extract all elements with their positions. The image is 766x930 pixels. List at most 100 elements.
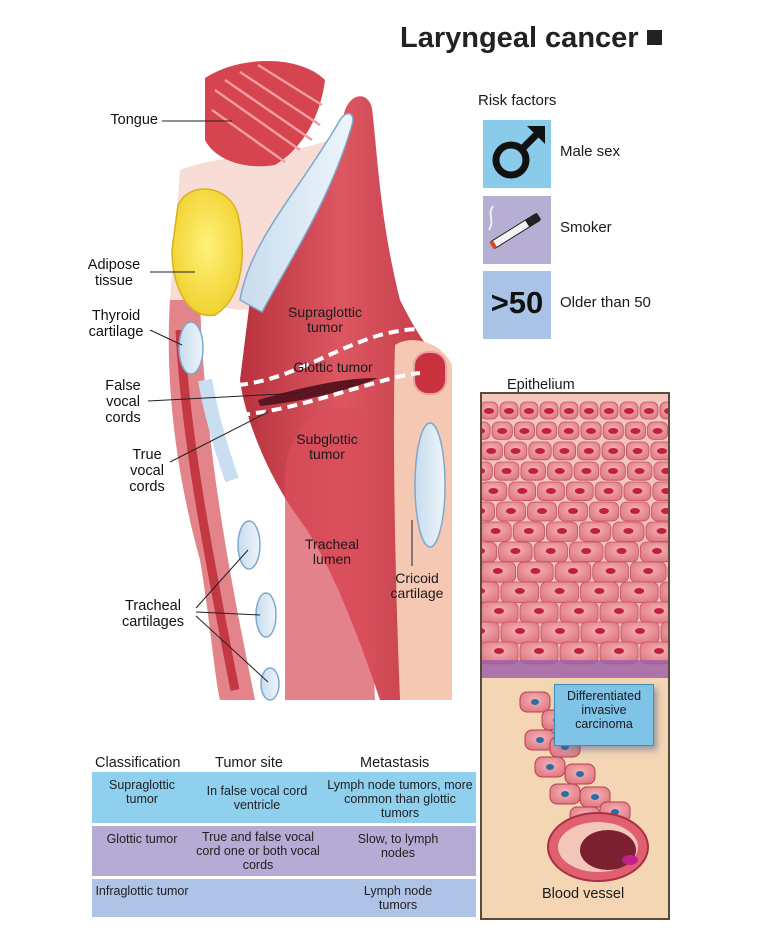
- label-true-vocal-cords: True vocal cords: [129, 447, 165, 495]
- label-tracheal-cartilages: Tracheal cartilages: [121, 598, 185, 630]
- cell-nucleus: [568, 508, 578, 514]
- cell-nucleus: [614, 608, 624, 614]
- cell-nucleus: [654, 608, 664, 614]
- cell-nucleus: [488, 488, 499, 494]
- cell-nucleus: [486, 448, 497, 454]
- label-adipose-tissue: Adipose tissue: [87, 257, 141, 289]
- cell-nucleus: [561, 791, 569, 797]
- cricoid-cartilage: [414, 422, 446, 548]
- cell-nucleus: [536, 737, 544, 743]
- risk-factors-title: Risk factors: [478, 92, 557, 109]
- cell-nucleus: [514, 588, 525, 594]
- page-title: Laryngeal cancer: [400, 22, 662, 55]
- cell-nucleus: [586, 428, 596, 434]
- cell-nucleus: [583, 448, 594, 454]
- tongue-muscle: [205, 60, 325, 167]
- cell-nucleus: [630, 508, 640, 514]
- cell-nucleus: [644, 408, 654, 414]
- age-box: >50: [483, 271, 551, 339]
- epithelial-cell: [480, 621, 500, 644]
- smoker-box: [483, 196, 551, 264]
- cell-nucleus: [632, 448, 643, 454]
- cell-nucleus: [517, 488, 528, 494]
- cell-nucleus: [504, 408, 514, 414]
- cell-nucleus: [519, 428, 530, 434]
- cell-nucleus: [654, 648, 664, 654]
- male-symbol-icon: [492, 126, 545, 179]
- cell-nucleus: [643, 568, 654, 574]
- cell-nucleus: [652, 548, 662, 554]
- table-row: Supraglottic tumor In false vocal cord v…: [92, 772, 476, 823]
- risk-label-older-than-50: Older than 50: [560, 294, 651, 311]
- cell-nucleus: [661, 508, 670, 514]
- cell-nucleus: [581, 468, 592, 474]
- cell-nucleus: [584, 408, 594, 414]
- cell-nucleus: [546, 764, 554, 770]
- epithelial-cell: [480, 461, 493, 481]
- cell-nucleus: [603, 488, 614, 494]
- glottic-boundary-upper: [237, 327, 429, 387]
- cell-nucleus: [635, 628, 645, 634]
- cell-nucleus: [563, 428, 574, 434]
- epithelium-title: Epithelium: [507, 377, 575, 393]
- cell-nucleus: [559, 448, 570, 454]
- cell-nucleus: [661, 468, 670, 474]
- cell-nucleus: [652, 428, 663, 434]
- cell-metastasis: Lymph node tumors, more common than glot…: [327, 778, 473, 820]
- cell-tumor-site: In false vocal cord ventricle: [206, 784, 308, 812]
- epithelial-cell: [659, 581, 670, 603]
- cell-nucleus: [484, 408, 494, 414]
- cell-nucleus: [535, 448, 545, 454]
- male-sex-box: [483, 120, 551, 188]
- cell-nucleus: [624, 408, 634, 414]
- title-square-icon: [646, 30, 662, 45]
- cell-nucleus: [564, 408, 574, 414]
- label-subglottic-tumor: Subglottic tumor: [296, 431, 358, 462]
- cell-nucleus: [591, 794, 599, 800]
- epiglottis-cartilage: [239, 113, 354, 314]
- cell-nucleus: [594, 588, 605, 594]
- cell-nucleus: [501, 468, 512, 474]
- cell-nucleus: [490, 528, 501, 534]
- epithelial-cell: [660, 621, 670, 644]
- cell-nucleus: [576, 771, 584, 777]
- cell-nucleus: [534, 608, 544, 614]
- outer-muscle: [168, 300, 255, 700]
- cell-nucleus: [497, 428, 508, 434]
- cell-nucleus: [608, 448, 619, 454]
- label-tracheal-lumen: Tracheal lumen: [305, 536, 359, 567]
- cell-nucleus: [595, 628, 605, 634]
- cell-nucleus: [581, 548, 592, 554]
- cell-nucleus: [506, 508, 516, 514]
- cell-nucleus: [494, 608, 504, 614]
- epithelium-panel: [480, 392, 670, 920]
- cell-nucleus: [537, 508, 547, 514]
- cell-nucleus: [524, 408, 534, 414]
- cell-nucleus: [614, 648, 624, 654]
- cell-nucleus: [634, 588, 645, 594]
- cell-nucleus: [523, 528, 534, 534]
- cell-classification: Glottic tumor: [106, 832, 178, 846]
- adipose-tissue: [171, 188, 243, 317]
- label-glottic-tumor: Glottic tumor: [293, 359, 373, 375]
- label-tongue: Tongue: [110, 112, 158, 128]
- tracheal-cartilage-1: [237, 520, 261, 570]
- epithelial-cell: [480, 501, 495, 522]
- label-supraglottic-tumor: Supraglottic tumor: [288, 304, 362, 335]
- epithelial-cell: [480, 541, 498, 563]
- cell-nucleus: [555, 628, 565, 634]
- cell-classification: Supraglottic tumor: [108, 778, 175, 806]
- cell-nucleus: [554, 468, 565, 474]
- vocal-cord-slit: [258, 378, 378, 406]
- label-thyroid-cartilage: Thyroid cartilage: [88, 308, 144, 340]
- cell-classification: Infraglottic tumor: [95, 884, 189, 898]
- cell-metastasis: Lymph node tumors: [363, 884, 433, 912]
- cell-nucleus: [574, 608, 584, 614]
- risk-label-male-sex: Male sex: [560, 143, 621, 160]
- cell-nucleus: [541, 428, 552, 434]
- table-row: Glottic tumor True and false vocal cord …: [92, 826, 476, 876]
- over-fifty-icon: >50: [490, 285, 544, 320]
- epithelial-cell: [651, 501, 670, 522]
- risk-label-smoker: Smoker: [560, 219, 612, 236]
- cell-nucleus: [544, 408, 554, 414]
